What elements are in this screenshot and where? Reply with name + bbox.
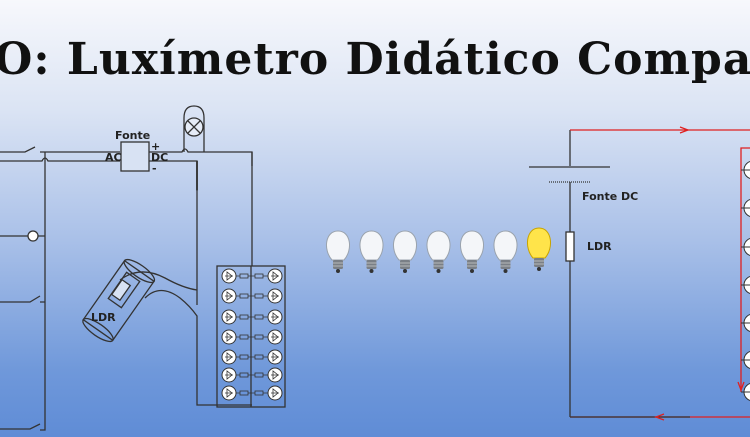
resistor xyxy=(239,390,249,396)
resistor xyxy=(239,314,249,320)
bulb-icon xyxy=(426,230,451,273)
power-supply-label: Fonte xyxy=(115,129,150,142)
resistor xyxy=(239,273,249,279)
resistor xyxy=(254,354,264,360)
led-icon xyxy=(221,329,237,345)
led-icon xyxy=(741,160,750,180)
led-icon xyxy=(741,237,750,257)
led-icon xyxy=(741,275,750,295)
led-icon xyxy=(221,309,237,325)
plus-label: + xyxy=(151,140,160,153)
ldr-label-right: LDR xyxy=(587,240,612,253)
led-array xyxy=(221,268,283,401)
bulb-row xyxy=(326,227,551,273)
left-circuit xyxy=(0,105,286,431)
page-title: O: Luxímetro Didático Compa xyxy=(0,34,750,85)
bulb-icon xyxy=(460,230,484,273)
bulb-icon xyxy=(493,230,518,273)
led-icon xyxy=(741,313,750,333)
resistor xyxy=(239,334,249,340)
led-icon xyxy=(221,367,237,383)
led-icon xyxy=(267,367,283,383)
led-icon xyxy=(267,385,283,401)
resistor xyxy=(239,372,249,378)
resistor xyxy=(254,314,264,320)
resistor xyxy=(239,354,249,360)
led-icon xyxy=(741,198,750,218)
right-circuit xyxy=(529,126,750,421)
led-icon xyxy=(741,350,750,370)
resistor xyxy=(239,293,249,299)
led-icon xyxy=(221,385,237,401)
led-icon xyxy=(221,268,237,284)
lit-bulb-icon xyxy=(527,227,551,271)
resistor xyxy=(254,372,264,378)
resistor xyxy=(254,273,264,279)
ac-label: AC xyxy=(105,151,122,164)
bulb-icon xyxy=(393,230,417,273)
bulb-icon xyxy=(326,230,350,273)
dc-source-label: Fonte DC xyxy=(582,190,638,203)
led-icon xyxy=(267,349,283,365)
resistor xyxy=(254,390,264,396)
dc-label: DC xyxy=(151,151,168,164)
led-icon xyxy=(267,268,283,284)
bulb-icon xyxy=(359,230,384,273)
led-icon xyxy=(741,382,750,402)
led-icon xyxy=(221,288,237,304)
led-icon xyxy=(267,329,283,345)
led-icon xyxy=(267,309,283,325)
minus-label: - xyxy=(152,162,157,175)
resistor xyxy=(254,334,264,340)
led-icon xyxy=(221,349,237,365)
resistor xyxy=(254,293,264,299)
led-icon xyxy=(267,288,283,304)
ldr-label-left: LDR xyxy=(91,311,116,324)
